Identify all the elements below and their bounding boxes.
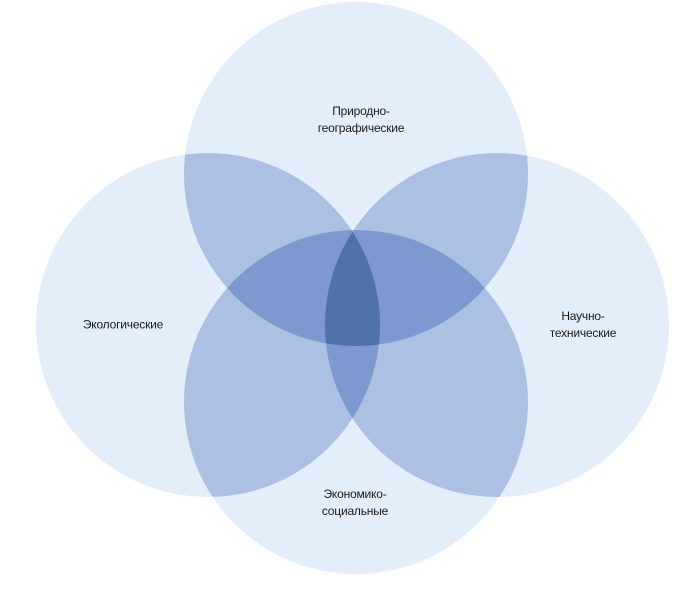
overlap-top-left-bottom — [184, 230, 380, 346]
label-line: технические — [549, 326, 617, 340]
label-line: Природно- — [332, 104, 390, 118]
label-scientific-technical: Научно- технические — [549, 308, 617, 342]
label-economic-social: Экономико- социальные — [322, 486, 388, 520]
label-line: Экономико- — [323, 487, 387, 501]
overlap-top-right-bottom — [325, 230, 528, 346]
label-line: Научно- — [561, 309, 605, 323]
label-natural-geographic: Природно- географические — [318, 103, 405, 137]
label-line: Экологические — [82, 317, 164, 332]
label-line: географические — [317, 121, 405, 135]
label-ecological: Экологические — [83, 317, 163, 334]
label-line: социальные — [321, 504, 389, 518]
